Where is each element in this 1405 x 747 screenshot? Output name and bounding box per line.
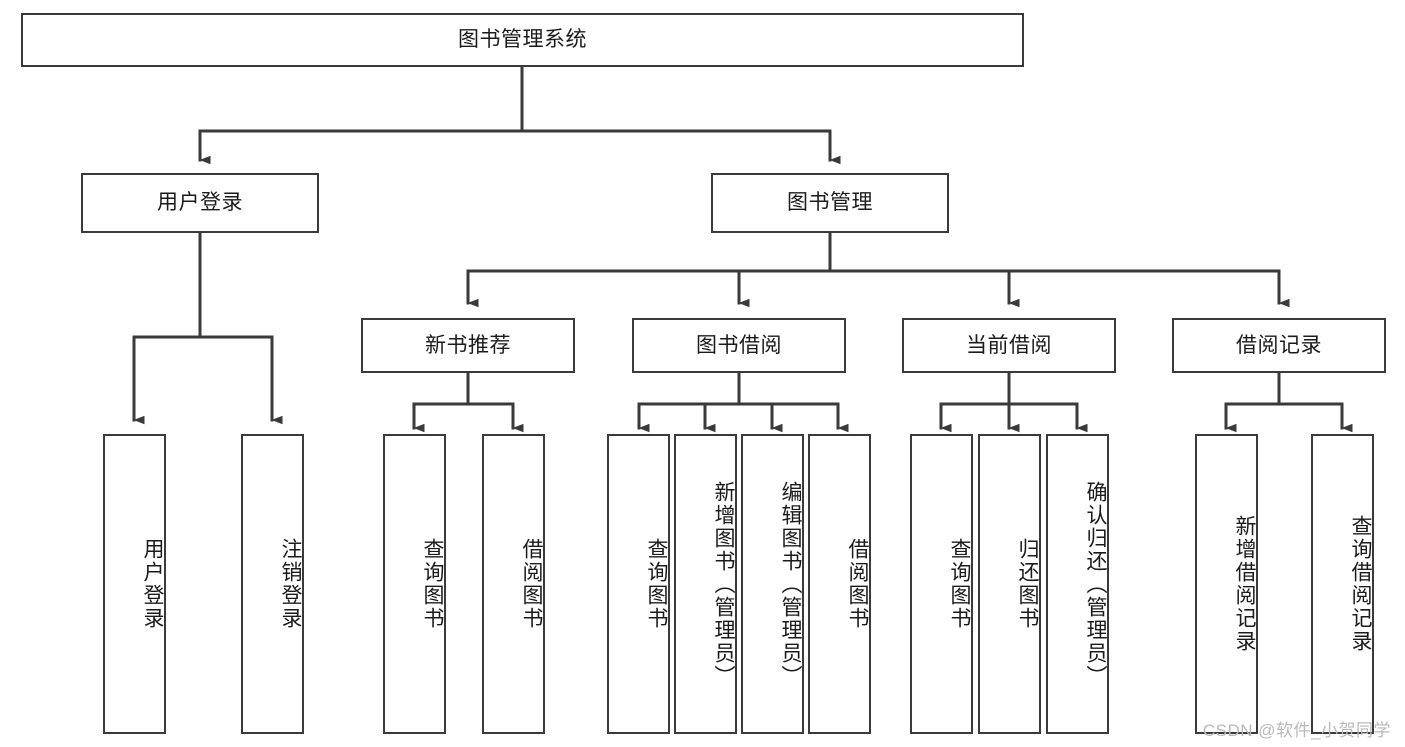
node-new-book-recommend[interactable]: 新书推荐 bbox=[361, 318, 575, 373]
node-label: 查询图书 bbox=[421, 538, 444, 630]
node-label: 查询图书 bbox=[645, 538, 668, 630]
node-book-management[interactable]: 图书管理 bbox=[711, 173, 949, 233]
node-leaf-add-record[interactable]: 新增借阅记录 bbox=[1195, 434, 1258, 734]
node-label: 图书管理 bbox=[787, 191, 873, 215]
node-book-borrow[interactable]: 图书借阅 bbox=[632, 318, 846, 373]
node-label: 用户登录 bbox=[157, 191, 243, 215]
node-label: 编辑图书（管理员） bbox=[779, 480, 802, 688]
node-label: 借阅记录 bbox=[1236, 333, 1322, 357]
node-label: 新增借阅记录 bbox=[1233, 515, 1256, 653]
node-leaf-user-login[interactable]: 用户登录 bbox=[103, 434, 166, 734]
node-label: 借阅图书 bbox=[520, 538, 543, 630]
node-book-management-system[interactable]: 图书管理系统 bbox=[21, 13, 1024, 67]
node-label: 当前借阅 bbox=[966, 333, 1052, 357]
node-label: 借阅图书 bbox=[846, 538, 869, 630]
node-label: 图书管理系统 bbox=[458, 28, 587, 52]
node-leaf-query-record[interactable]: 查询借阅记录 bbox=[1311, 434, 1374, 734]
node-leaf-edit-book[interactable]: 编辑图书（管理员） bbox=[741, 434, 804, 734]
node-label: 查询图书 bbox=[948, 538, 971, 630]
node-borrow-record[interactable]: 借阅记录 bbox=[1172, 318, 1386, 373]
node-leaf-return-book[interactable]: 归还图书 bbox=[978, 434, 1041, 734]
node-label: 注销登录 bbox=[279, 538, 302, 630]
csdn-watermark: CSDN @软件_小贺同学 bbox=[1202, 721, 1391, 740]
node-leaf-query-book-2[interactable]: 查询图书 bbox=[607, 434, 670, 734]
node-label: 归还图书 bbox=[1016, 538, 1039, 630]
node-label: 新书推荐 bbox=[425, 333, 511, 357]
node-leaf-borrow-book-1[interactable]: 借阅图书 bbox=[482, 434, 545, 734]
node-leaf-add-book[interactable]: 新增图书（管理员） bbox=[674, 434, 737, 734]
node-label: 确认归还（管理员） bbox=[1084, 480, 1107, 688]
node-label: 图书借阅 bbox=[696, 333, 782, 357]
node-leaf-logout-login[interactable]: 注销登录 bbox=[241, 434, 304, 734]
node-current-borrow[interactable]: 当前借阅 bbox=[902, 318, 1116, 373]
node-label: 查询借阅记录 bbox=[1349, 515, 1372, 653]
node-leaf-confirm-return[interactable]: 确认归还（管理员） bbox=[1046, 434, 1109, 734]
node-label: 新增图书（管理员） bbox=[712, 480, 735, 688]
node-leaf-query-book-3[interactable]: 查询图书 bbox=[910, 434, 973, 734]
node-label: 用户登录 bbox=[141, 538, 164, 630]
node-leaf-borrow-book-2[interactable]: 借阅图书 bbox=[808, 434, 871, 734]
node-user-login[interactable]: 用户登录 bbox=[81, 173, 319, 233]
node-leaf-query-book-1[interactable]: 查询图书 bbox=[383, 434, 446, 734]
